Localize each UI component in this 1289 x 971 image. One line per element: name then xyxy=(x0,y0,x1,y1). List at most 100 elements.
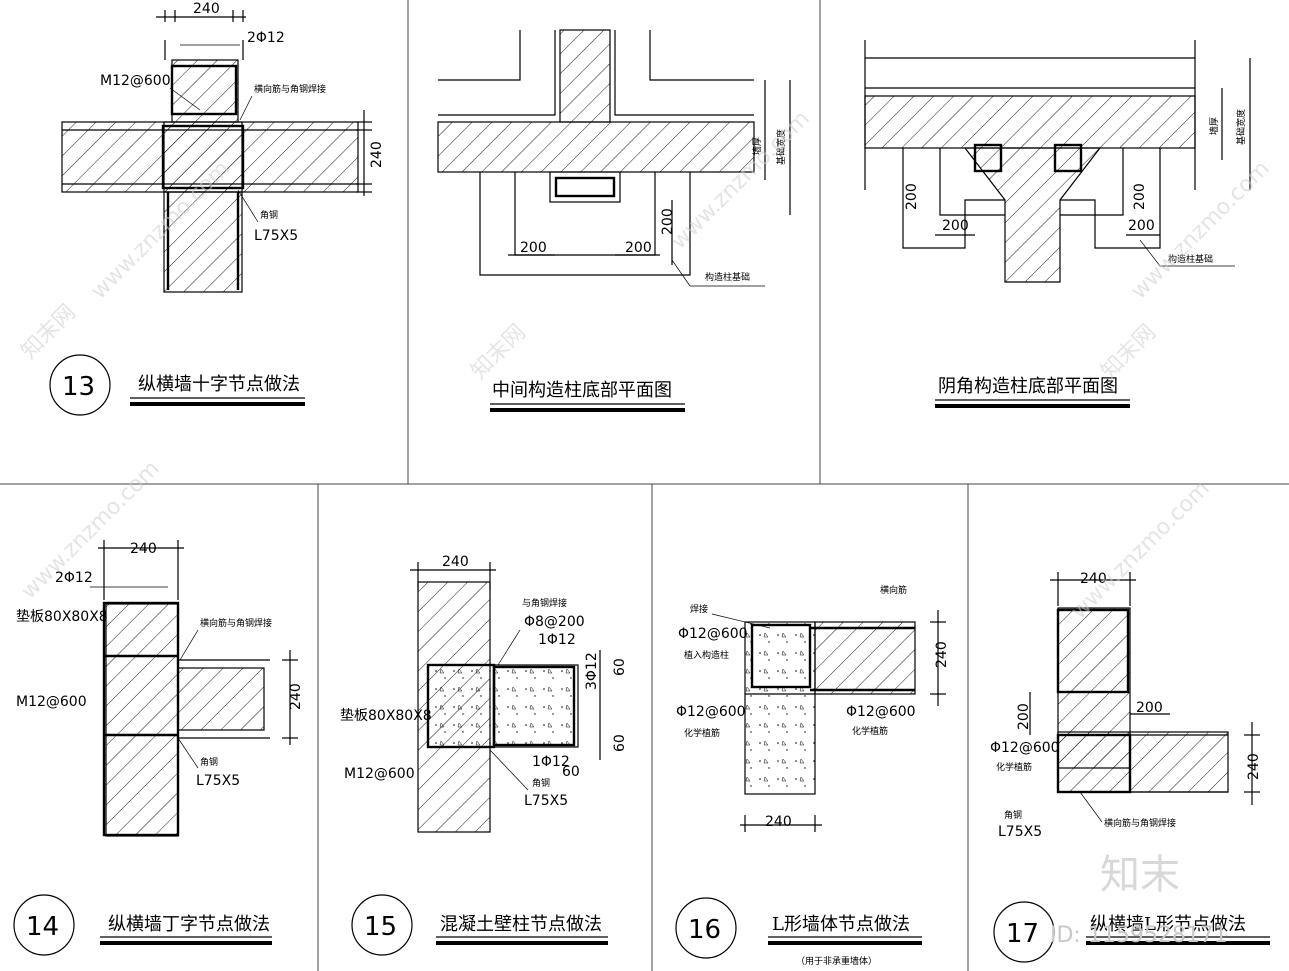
watermark-site-5: www.znzmo.com xyxy=(1067,476,1215,624)
mid-wall-thk: 墙厚 xyxy=(751,137,763,155)
p15-d60a: 60 xyxy=(612,658,628,676)
p16-bar-b-note: 化学植筋 xyxy=(684,727,720,739)
panel-16: 焊接 横向筋 Φ12@600 植入构造柱 240 Φ12@600 化学植筋 Φ1… xyxy=(675,584,950,967)
mid-d3: 200 xyxy=(660,208,676,235)
corner-d1: 200 xyxy=(942,218,969,234)
p16-dim-bottom: 240 xyxy=(765,814,792,830)
l-column xyxy=(744,621,816,795)
p17-dim-top: 240 xyxy=(1080,571,1107,587)
p13-angle: 角钢 xyxy=(260,209,278,221)
p13-angle-size: L75X5 xyxy=(254,228,298,244)
p15-number: 15 xyxy=(364,912,397,942)
p16-weld: 焊接 xyxy=(690,603,708,615)
p17-d200b: 200 xyxy=(1136,700,1163,716)
p13-bar-top: 2Φ12 xyxy=(247,30,285,46)
l-wall xyxy=(814,621,916,695)
mid-found-note: 构造柱基础 xyxy=(705,271,750,283)
panel-14: 240 2Φ12 垫板80X80X8 横向筋与角钢焊接 M12@600 240 … xyxy=(13,540,304,956)
p16-dim-right: 240 xyxy=(934,641,950,668)
p13-number-circle xyxy=(49,354,111,416)
p14-dim-right: 240 xyxy=(288,683,304,710)
p16-number: 16 xyxy=(688,915,721,945)
p14-title: 纵横墙丁字节点做法 xyxy=(108,914,270,935)
corner-d3: 200 xyxy=(904,183,920,210)
watermark-id: ID: 1159528171 xyxy=(1050,923,1228,948)
p17-weld-note: 横向筋与角钢焊接 xyxy=(1104,817,1176,829)
p15-number-circle xyxy=(351,894,413,956)
p16-title: L形墙体节点做法 xyxy=(772,914,910,935)
p17-dim-right: 240 xyxy=(1246,753,1262,780)
p16-bar-c: Φ12@600 xyxy=(846,704,916,720)
p15-bar1: 1Φ12 xyxy=(538,632,576,648)
column-stem xyxy=(559,29,611,123)
panel-17: 240 200 200 Φ12@600 化学植筋 240 角钢 L75X5 横向… xyxy=(990,571,1270,963)
p13-weld-note: 横向筋与角钢焊接 xyxy=(254,83,326,95)
p13-number: 13 xyxy=(62,372,95,402)
watermark-brand-3: 知末网 xyxy=(1097,320,1161,384)
p14-weld-note: 横向筋与角钢焊接 xyxy=(200,617,272,629)
corner-d4: 200 xyxy=(1132,183,1148,210)
p16-bar-a-note: 植入构造柱 xyxy=(684,649,729,661)
wall-upper xyxy=(171,59,239,123)
p15-dim-top: 240 xyxy=(442,554,469,570)
p13-dim-right: 240 xyxy=(369,141,385,168)
p17-number-circle xyxy=(993,901,1055,963)
corner-d2: 200 xyxy=(1128,218,1155,234)
corner-found-w: 基础宽度 xyxy=(1235,109,1247,145)
p14-plate: 垫板80X80X8 xyxy=(16,609,108,625)
p14-number-circle xyxy=(13,894,75,956)
mid-d2: 200 xyxy=(625,240,652,256)
p13-anchor: M12@600 xyxy=(100,73,171,89)
p17-bar: Φ12@600 xyxy=(990,740,1060,756)
p14-angle: 角钢 xyxy=(200,756,218,768)
p13-dim-top: 240 xyxy=(193,1,220,17)
p16-bar-b: Φ12@600 xyxy=(676,704,746,720)
corner-title: 阴角构造柱底部平面图 xyxy=(938,376,1118,397)
corner-wall-thk: 墙厚 xyxy=(1208,117,1220,135)
p14-dim-top: 240 xyxy=(130,541,157,557)
watermark-logo: 知末 xyxy=(1100,852,1180,898)
p15-angle: 角钢 xyxy=(532,777,550,789)
corner-found-note: 构造柱基础 xyxy=(1168,253,1213,265)
p15-angle-size: L75X5 xyxy=(524,793,568,809)
p17-bar-note: 化学植筋 xyxy=(996,761,1032,773)
p15-bar1b: 1Φ12 xyxy=(532,754,570,770)
p15-d60c: 60 xyxy=(562,764,580,780)
p15-weld-note: 与角钢焊接 xyxy=(522,597,567,609)
p15-d60b: 60 xyxy=(612,734,628,752)
corner-wall-band xyxy=(864,95,1196,149)
wall-vertical xyxy=(105,603,179,837)
panel-15: 240 与角钢焊接 Φ8@200 1Φ12 3Φ12 60 60 垫板80X80… xyxy=(340,554,628,956)
panel-mid-column-base: 200 200 200 墙厚 基础宽度 构造柱基础 中间构造柱底部平面图 xyxy=(437,29,791,412)
p15-plate: 垫板80X80X8 xyxy=(340,708,432,724)
p16-bar-c-note: 化学植筋 xyxy=(852,725,888,737)
p16-subtitle: （用于非承重墙体） xyxy=(796,955,877,967)
mid-d1: 200 xyxy=(520,240,547,256)
watermark-brand-1: 知末网 xyxy=(17,300,81,364)
p17-angle-size: L75X5 xyxy=(998,824,1042,840)
p16-number-circle xyxy=(675,897,737,959)
panel-corner-column-base: 200 200 200 200 墙厚 基础宽度 构造柱基础 阴角构造柱底部平面图 xyxy=(864,40,1251,408)
p14-bar-top: 2Φ12 xyxy=(55,570,93,586)
p15-stirrup: Φ8@200 xyxy=(524,614,585,630)
pilaster xyxy=(427,664,579,748)
mid-found-w: 基础宽度 xyxy=(775,129,787,165)
mid-title: 中间构造柱底部平面图 xyxy=(492,380,672,401)
p15-anchor: M12@600 xyxy=(344,766,415,782)
p14-number: 14 xyxy=(26,912,59,942)
p15-title: 混凝土壁柱节点做法 xyxy=(440,914,602,935)
watermark-brand-2: 知末网 xyxy=(467,320,531,384)
p17-angle: 角钢 xyxy=(1004,809,1022,821)
p17-title: 纵横墙L形节点做法 xyxy=(1090,914,1246,935)
p17-d200a: 200 xyxy=(1016,703,1032,730)
wall-horizontal xyxy=(1057,731,1229,793)
p14-anchor: M12@600 xyxy=(16,694,87,710)
wall-band xyxy=(437,121,755,173)
p16-long-bar: 横向筋 xyxy=(880,584,907,596)
p17-number: 17 xyxy=(1006,919,1039,949)
panel-13: 240 2Φ12 M12@600 横向筋与角钢焊接 240 角钢 L75X5 1… xyxy=(49,1,385,416)
p15-bar3: 3Φ12 xyxy=(584,652,600,690)
wall-lower xyxy=(163,191,243,293)
